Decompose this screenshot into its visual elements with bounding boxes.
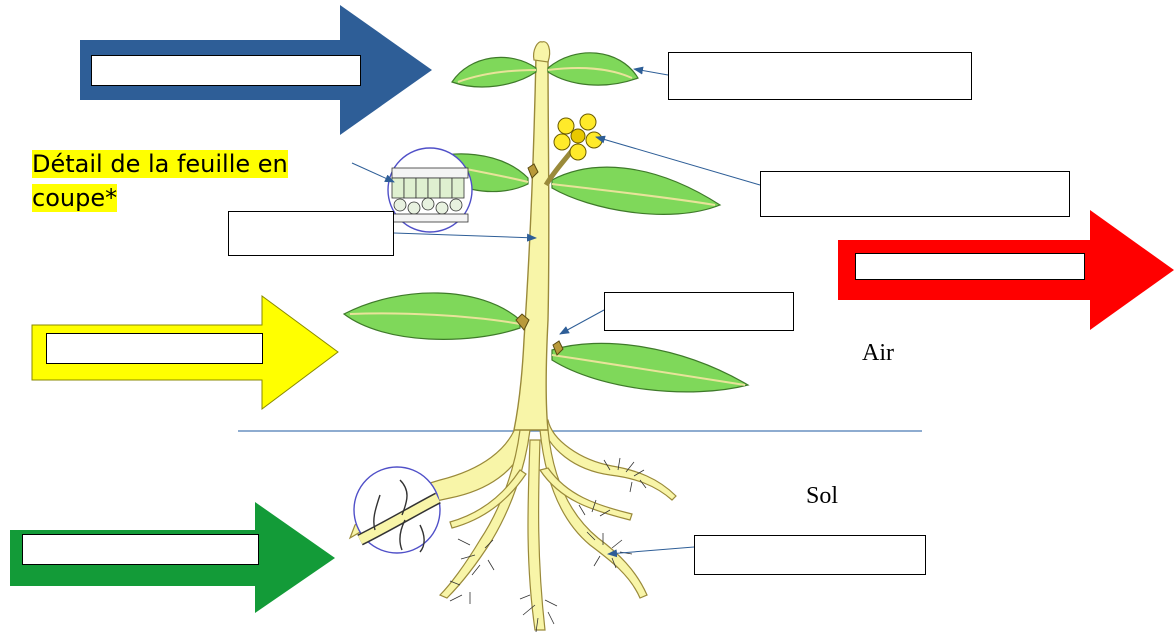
yellow-arrow-blank[interactable]	[46, 333, 263, 364]
annotation-line-2: coupe*	[32, 184, 118, 212]
bud-blank[interactable]	[604, 292, 794, 331]
leaf-section-annotation: Détail de la feuille en coupe*	[32, 147, 288, 215]
flower-blank[interactable]	[760, 171, 1070, 217]
green-arrow-blank[interactable]	[22, 534, 259, 565]
root-hairs	[449, 457, 647, 633]
air-label: Air	[862, 340, 894, 366]
red-arrow-blank[interactable]	[855, 253, 1085, 280]
stem	[513, 54, 550, 431]
pointer-lines	[351, 66, 761, 558]
root-section-detail	[353, 466, 441, 554]
sol-label: Sol	[806, 483, 839, 509]
annotation-line-1: Détail de la feuille en	[32, 150, 288, 178]
flower	[553, 113, 603, 161]
leaf-section-detail	[387, 147, 473, 233]
blue-arrow-blank[interactable]	[91, 55, 361, 86]
stem-blank[interactable]	[228, 211, 394, 256]
root-hair-blank[interactable]	[694, 535, 926, 575]
top-leaf-blank[interactable]	[668, 52, 972, 100]
apical-bud	[533, 41, 551, 63]
leaf-veins	[349, 67, 746, 386]
axillary-buds	[515, 163, 564, 356]
